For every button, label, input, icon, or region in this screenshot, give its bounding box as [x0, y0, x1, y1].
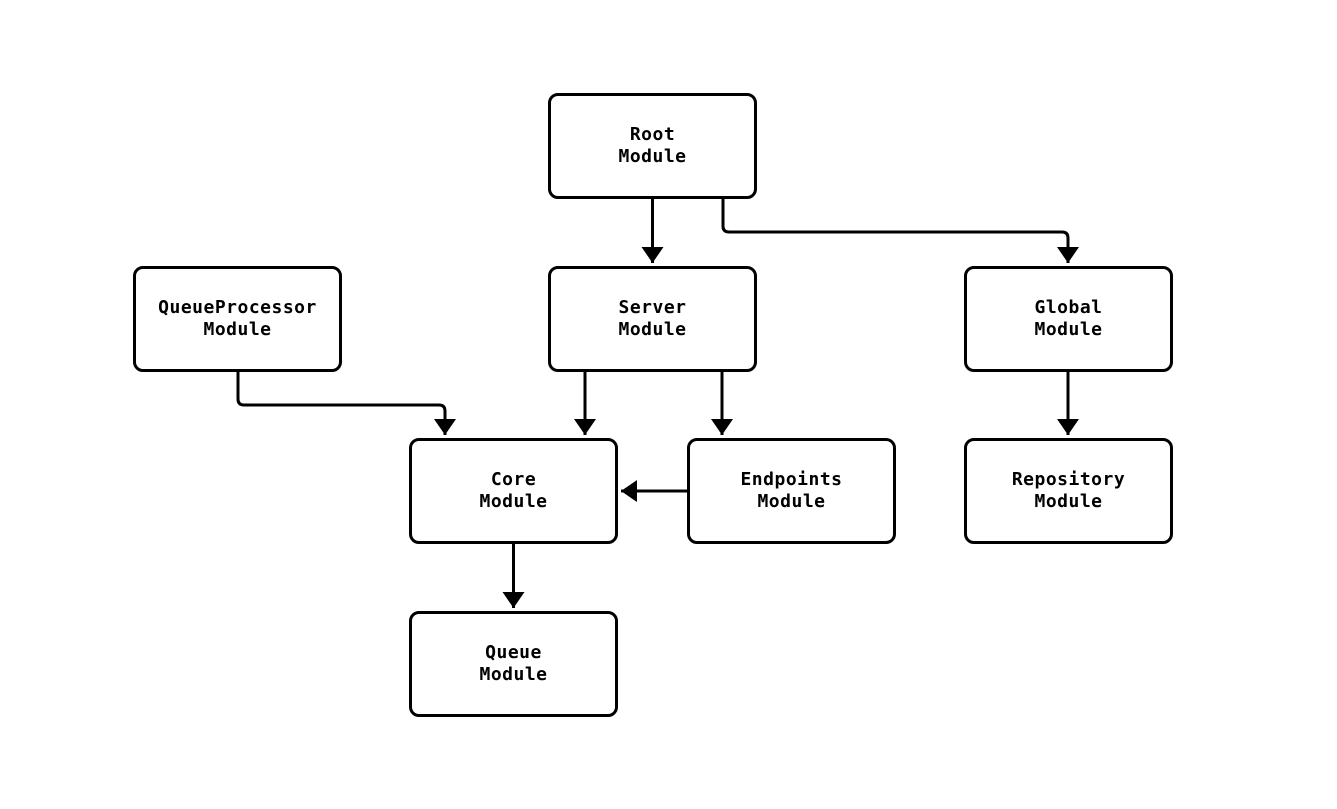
node-endpoints-module: Endpoints Module: [687, 438, 896, 544]
node-endpoints-module-label: Endpoints Module: [740, 469, 843, 512]
node-root-module-label: Root Module: [618, 124, 687, 167]
node-queueprocessor-module: QueueProcessor Module: [133, 266, 342, 372]
node-repository-module: Repository Module: [964, 438, 1173, 544]
node-queue-module-label: Queue Module: [479, 642, 548, 685]
node-server-module: Server Module: [548, 266, 757, 372]
node-core-module-label: Core Module: [479, 469, 548, 512]
node-global-module: Global Module: [964, 266, 1173, 372]
node-global-module-label: Global Module: [1034, 297, 1103, 340]
node-server-module-label: Server Module: [618, 297, 687, 340]
node-repository-module-label: Repository Module: [1011, 469, 1126, 512]
node-queue-module: Queue Module: [409, 611, 618, 717]
edge-root-to-global: [721, 198, 1079, 263]
node-core-module: Core Module: [409, 438, 618, 544]
edge-queueprocessor-to-core: [236, 372, 456, 435]
node-root-module: Root Module: [548, 93, 757, 199]
node-queueprocessor-module-label: QueueProcessor Module: [158, 297, 317, 340]
